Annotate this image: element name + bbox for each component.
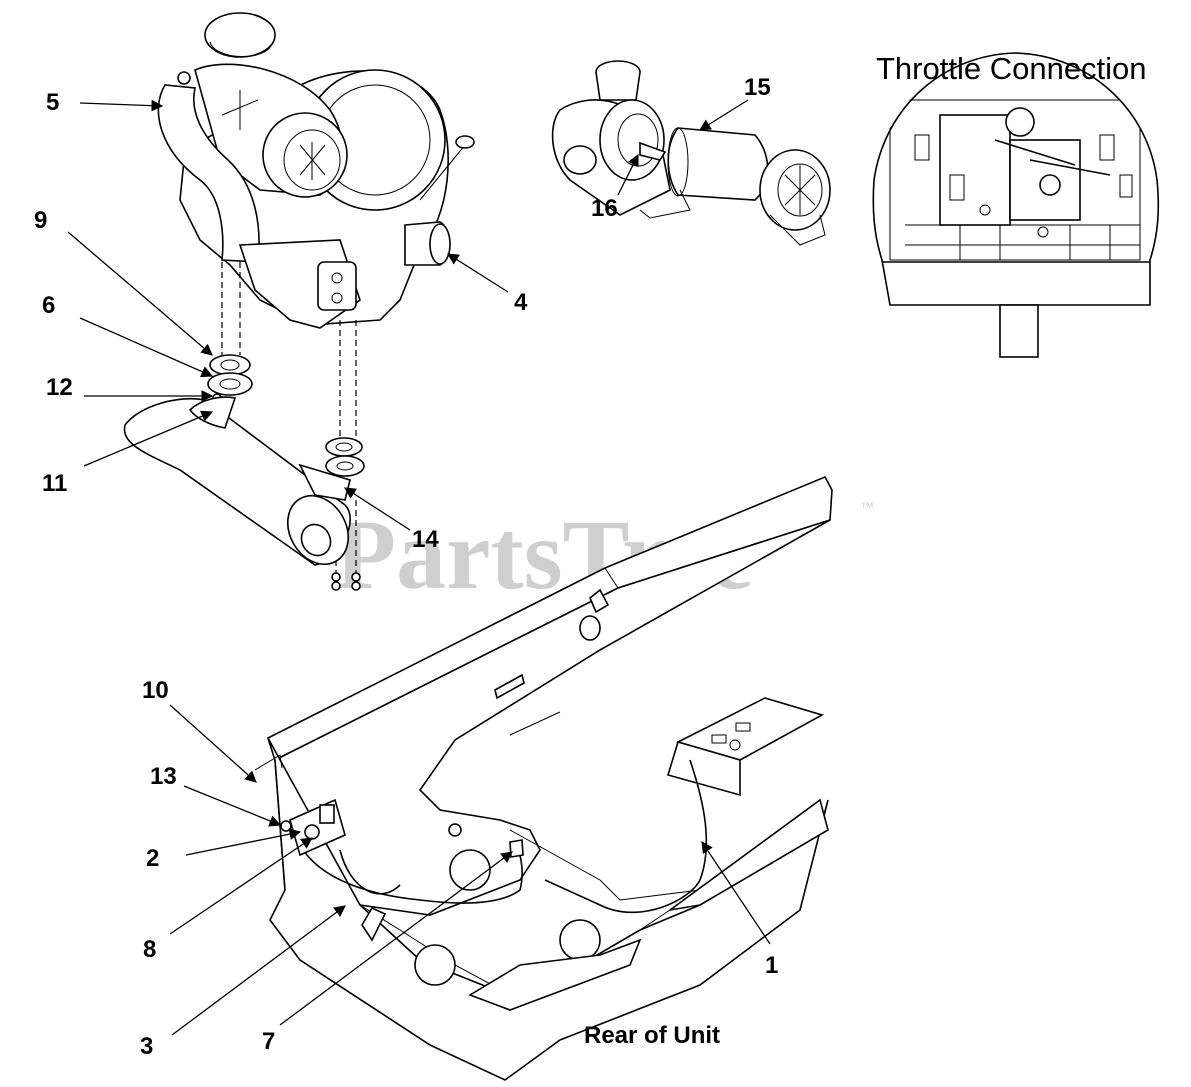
leader-lines: [67, 99, 771, 1036]
gaskets: [207, 354, 365, 591]
watermark-trademark: ™: [860, 499, 874, 515]
callout-13: 13: [150, 763, 177, 790]
throttle-connection-inset: [872, 52, 1160, 358]
rear-of-unit-label: Rear of Unit: [584, 1022, 720, 1049]
callout-5: 5: [46, 89, 59, 116]
callout-8: 8: [143, 936, 156, 963]
callout-10: 10: [142, 677, 169, 704]
callout-12: 12: [46, 374, 73, 401]
callout-15: 15: [744, 74, 771, 101]
callout-14: 14: [412, 526, 439, 553]
callout-1: 1: [765, 952, 778, 979]
callout-7: 7: [262, 1028, 275, 1055]
callout-3: 3: [140, 1033, 153, 1060]
air-filter-view: [551, 60, 831, 246]
engine-assembly: [157, 12, 475, 329]
callout-2: 2: [146, 845, 159, 872]
muffler: [123, 396, 351, 566]
callout-4: 4: [514, 289, 528, 316]
throttle-connection-title: Throttle Connection: [876, 51, 1147, 86]
callout-16: 16: [591, 195, 618, 222]
callout-6: 6: [42, 292, 55, 319]
callout-numbers: 5 4 9 6 12 11 14 15 16 10 13 2 8 3 7 1: [34, 74, 778, 1060]
callout-9: 9: [34, 207, 47, 234]
frame-chassis: [254, 475, 833, 1081]
callout-11: 11: [42, 470, 67, 497]
